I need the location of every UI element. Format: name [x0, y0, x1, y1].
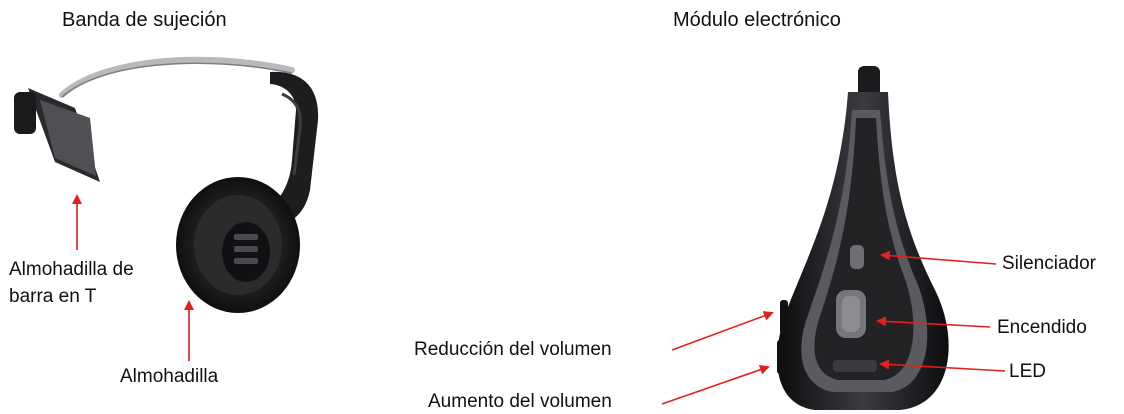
ear-cup [176, 177, 300, 313]
label-tbar-pad-line2: barra en T [9, 286, 97, 307]
label-mute: Silenciador [1002, 253, 1096, 274]
headband-illustration [14, 56, 319, 313]
label-power: Encendido [997, 317, 1087, 338]
arrow-mute [880, 250, 997, 265]
label-volume-up: Aumento del volumen [428, 391, 612, 412]
t-bar-pad [14, 88, 100, 182]
arrow-volume-down [671, 311, 774, 351]
label-tbar-pad-line1: Almohadilla de [9, 259, 134, 280]
annotation-arrows [72, 194, 1006, 405]
led-indicator-shape [833, 360, 877, 372]
mute-button-shape [850, 245, 864, 269]
module-illustration [777, 66, 949, 410]
module-title: Módulo electrónico [673, 9, 841, 31]
arrow-volume-up [661, 364, 770, 405]
label-led: LED [1009, 361, 1046, 382]
arrow-power [876, 316, 991, 328]
label-volume-down: Reducción del volumen [414, 339, 612, 360]
headband-title: Banda de sujeción [62, 9, 227, 31]
arrow-led [879, 359, 1006, 372]
label-ear-pad: Almohadilla [120, 366, 219, 387]
